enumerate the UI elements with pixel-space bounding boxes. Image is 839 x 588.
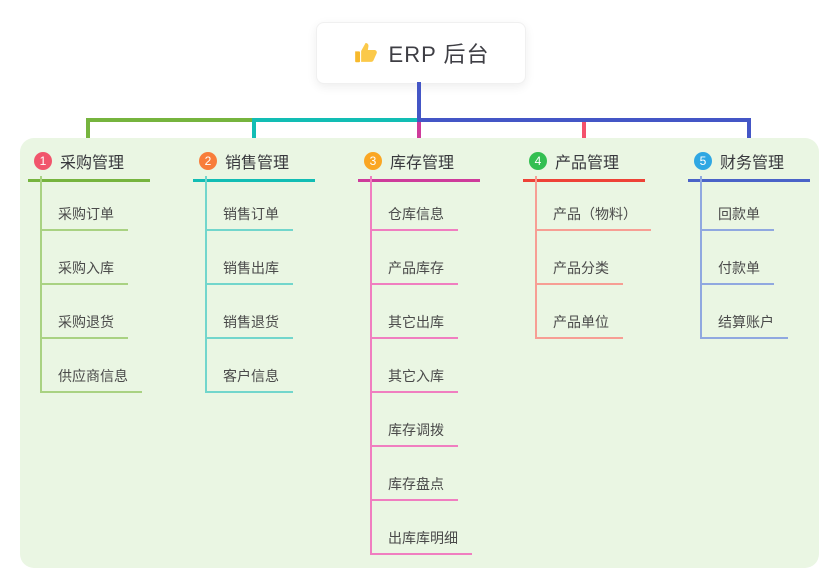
child-node[interactable]: 出库库明细 [370,529,472,555]
thumbs-up-icon [354,43,377,63]
branch-rail-product [535,176,537,339]
child-node[interactable]: 仓库信息 [370,205,458,231]
child-node[interactable]: 客户信息 [205,367,293,393]
branches-panel [20,138,819,568]
root-node-erp[interactable]: ERP 后台 [316,22,526,84]
connector-drop-finance [747,118,751,146]
branch-node-product[interactable]: 4 产品管理 [523,149,645,182]
branch-title: 产品管理 [555,155,620,172]
connector-drop-sales [252,118,256,146]
child-node[interactable]: 结算账户 [700,313,788,339]
branch-number-badge: 3 [364,152,382,170]
root-title: ERP 后台 [388,42,490,67]
child-node[interactable]: 库存调拨 [370,421,458,447]
child-node[interactable]: 采购入库 [40,259,128,285]
child-node[interactable]: 采购退货 [40,313,128,339]
branch-title: 财务管理 [720,155,785,172]
child-node[interactable]: 销售订单 [205,205,293,231]
connector-segment-right [417,118,751,122]
child-node[interactable]: 产品（物料） [535,205,651,231]
child-node[interactable]: 销售退货 [205,313,293,339]
branch-node-purchase[interactable]: 1 采购管理 [28,149,150,182]
branch-rail-inventory [370,176,372,555]
child-node[interactable]: 回款单 [700,205,774,231]
connector-drop-inventory [417,122,421,146]
connector-drop-purchase [86,118,90,146]
branch-node-inventory[interactable]: 3 库存管理 [358,149,480,182]
child-node[interactable]: 产品单位 [535,313,623,339]
connector-root-stem [417,82,421,120]
child-node[interactable]: 其它入库 [370,367,458,393]
connector-segment-left [86,118,254,122]
branch-number-badge: 1 [34,152,52,170]
child-node[interactable]: 销售出库 [205,259,293,285]
branch-number-badge: 2 [199,152,217,170]
branch-title: 库存管理 [390,155,455,172]
branch-number-badge: 5 [694,152,712,170]
child-node[interactable]: 产品分类 [535,259,623,285]
branch-title: 采购管理 [60,155,125,172]
child-node[interactable]: 产品库存 [370,259,458,285]
branch-title: 销售管理 [225,155,290,172]
branch-node-sales[interactable]: 2 销售管理 [193,149,315,182]
child-node[interactable]: 采购订单 [40,205,128,231]
branch-rail-finance [700,176,702,339]
connector-segment-mid [254,118,419,122]
child-node[interactable]: 付款单 [700,259,774,285]
connector-drop-product [582,122,586,146]
child-node[interactable]: 供应商信息 [40,367,142,393]
branch-number-badge: 4 [529,152,547,170]
child-node[interactable]: 库存盘点 [370,475,458,501]
child-node[interactable]: 其它出库 [370,313,458,339]
branch-node-finance[interactable]: 5 财务管理 [688,149,810,182]
